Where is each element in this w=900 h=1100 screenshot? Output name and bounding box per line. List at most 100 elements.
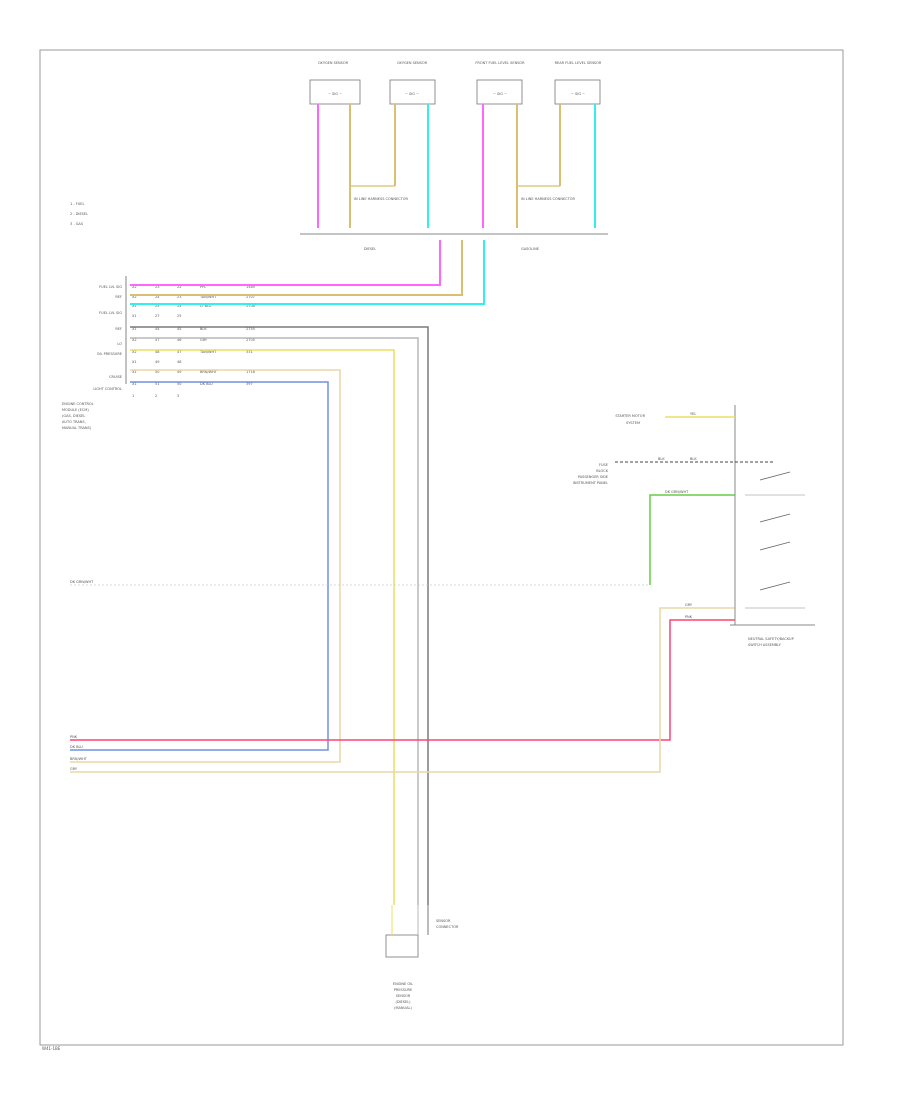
- switch-label-bottom-2: SWITCH ASSEMBLY: [748, 643, 782, 647]
- pin-5-color: GRY: [200, 338, 208, 342]
- bottom-conn-side-2: CONNECTOR: [436, 925, 459, 929]
- switch-label-bottom-1: NEUTRAL SAFETY/BACKUP: [748, 637, 794, 641]
- pin-7-c2: 49: [155, 360, 159, 364]
- pin-8-circuit: 1716: [246, 370, 255, 374]
- pin-6-color: TAN/WHT: [199, 350, 217, 354]
- fuse-block-label-4: INSTRUMENT PANEL: [573, 481, 608, 485]
- pin-7-c3: 48: [177, 360, 181, 364]
- pin-2-c3: 24: [177, 304, 182, 308]
- pin-8-color: BRN/WHT: [200, 370, 218, 374]
- key-1: 1 - FUEL: [70, 202, 85, 206]
- ecm-pin-name-9: LIGHT CONTROL: [93, 387, 122, 391]
- sensor-4-inner: ~ SIG ~: [571, 92, 585, 96]
- pin-0-circuit: 1589: [246, 285, 255, 289]
- ecm-label-line-4: AUTO TRANS,: [62, 420, 86, 424]
- sensor-1-label: OXYGEN SENSOR: [318, 61, 349, 65]
- bottom-wires: [70, 494, 735, 773]
- bottom-conn-label-4: (DIESEL): [395, 1000, 411, 1004]
- splice-label-right: IN LINE HARNESS CONNECTOR: [521, 197, 576, 201]
- sensor-2: OXYGEN SENSOR ~ SIG ~: [389, 61, 436, 105]
- pin-0-color: PPL: [200, 285, 206, 289]
- sensor-3-inner: ~ SIG ~: [493, 92, 507, 96]
- sensor-1: OXYGEN SENSOR ~ SIG ~: [309, 61, 361, 105]
- pin-3-c3: 25: [177, 314, 181, 318]
- pin-0-c1: X2: [132, 285, 137, 289]
- fuse-block-label-1: FUSE: [599, 463, 608, 467]
- footer-code: W41-1BE: [42, 1046, 61, 1051]
- sensor-3-label: FRONT FUEL LEVEL SENSOR: [475, 61, 525, 65]
- pin-6-circuit: 331: [246, 350, 253, 354]
- pin-1-c3: 23: [177, 295, 181, 299]
- ecm-to-sensor-wires: [130, 240, 485, 305]
- switch-wire-yel: YEL: [690, 412, 696, 416]
- ecm-to-bottom-wires: [70, 326, 429, 905]
- key-3: 3 - GAS: [70, 222, 84, 226]
- sensor-wires: [317, 104, 596, 228]
- pin-4-c2: 44: [155, 327, 160, 331]
- fuse-block-label-2: BLOCK: [596, 469, 608, 473]
- pin-3-c1: X1: [132, 314, 137, 318]
- pin-6-c1: X2: [132, 350, 137, 354]
- pin-8-c3: 49: [177, 370, 181, 374]
- ecm-label-line-3: (GAS, DIESEL: [62, 414, 85, 418]
- pin-1-circuit: 2707: [246, 295, 255, 299]
- pin-2-c2: 25: [155, 304, 159, 308]
- pin-9-circuit: 397: [246, 382, 253, 386]
- bottom-conn-side-1: SENSOR: [436, 919, 451, 923]
- sensor-4-label: REAR FUEL LEVEL SENSOR: [555, 61, 602, 65]
- sensor-1-inner: ~ SIG ~: [328, 92, 342, 96]
- pin-1-c2: 24: [155, 295, 160, 299]
- ecm-pin-table: X2 23 22 PPL 1589 X2 24 23 TAN/WHT 2707 …: [132, 285, 255, 398]
- ecm-pin-name-8: CRUISE: [109, 375, 122, 379]
- key-2: 2 - DIESEL: [70, 212, 88, 216]
- pin-2-circuit: 2708: [246, 304, 255, 308]
- pin-5-c2: 47: [155, 338, 159, 342]
- ecm-label-line-5: MANUAL TRANS): [62, 426, 92, 430]
- middle-wire-label: DK GRN/WHT: [70, 580, 94, 584]
- ecm-pin-name-1: REF: [115, 295, 122, 299]
- pin-5-c3: 46: [177, 338, 181, 342]
- bottom-wire-1-label: PNK: [70, 735, 78, 739]
- pin-5-c1: X2: [132, 338, 137, 342]
- bottom-wire-3-label: BRN/WHT: [70, 757, 88, 761]
- pin-10-c3: 3: [177, 394, 179, 398]
- ecm-connector: FUEL LVL SIG REF FUEL LVL SIG REF LO OIL…: [93, 276, 127, 391]
- bottom-conn-label-2: PRESSURE: [394, 988, 412, 992]
- bottom-conn-label-5: (MANUAL): [394, 1006, 412, 1010]
- sensor-2-label: OXYGEN SENSOR: [397, 61, 428, 65]
- pin-5-circuit: 2705: [246, 338, 255, 342]
- ecm-pin-name-0: FUEL LVL SIG: [99, 285, 122, 289]
- pin-2-c1: X1: [132, 304, 137, 308]
- bus-label-diesel: DIESEL: [364, 247, 376, 251]
- ecm-pin-name-6: OIL PRESSURE: [97, 352, 122, 356]
- pin-10-c2: 2: [155, 394, 157, 398]
- switch-wire-dkgrn: DK GRN/WHT: [665, 490, 689, 494]
- switch-wire-blk-a: BLK: [658, 457, 665, 461]
- ecm-label-line-1: ENGINE CONTROL: [62, 402, 94, 406]
- ecm-label-line-2: MODULE (ECM): [62, 408, 89, 412]
- pin-0-c2: 23: [155, 285, 159, 289]
- sensor-4: REAR FUEL LEVEL SENSOR ~ SIG ~: [554, 61, 602, 105]
- pin-8-c1: X1: [132, 370, 137, 374]
- pin-6-c3: 47: [177, 350, 181, 354]
- switch-label-starter-b: SYSTEM: [626, 421, 640, 425]
- pin-9-color: DK BLU: [200, 382, 213, 386]
- pin-9-c1: X1: [132, 382, 137, 386]
- pin-4-c3: 45: [177, 327, 181, 331]
- pin-6-c2: 48: [155, 350, 159, 354]
- ecm-pin-name-5: LO: [117, 342, 122, 346]
- pin-2-color: LT BLU: [200, 304, 212, 308]
- sensor-3: FRONT FUEL LEVEL SENSOR ~ SIG ~: [475, 61, 525, 105]
- pin-0-c3: 22: [177, 285, 181, 289]
- splice-label-left: IN LINE HARNESS CONNECTOR: [354, 197, 409, 201]
- pin-3-c2: 27: [155, 314, 159, 318]
- pin-4-color: BLK: [200, 327, 207, 331]
- switch-assembly: [615, 405, 815, 626]
- bottom-wire-2-label: DK BLU: [70, 745, 83, 749]
- switch-wire-gry: GRY: [685, 603, 693, 607]
- pin-4-circuit: 2755: [246, 327, 255, 331]
- pin-1-color: TAN/WHT: [199, 295, 217, 299]
- pin-9-c2: 51: [155, 382, 159, 386]
- bottom-conn-label-3: SENSOR: [396, 994, 411, 998]
